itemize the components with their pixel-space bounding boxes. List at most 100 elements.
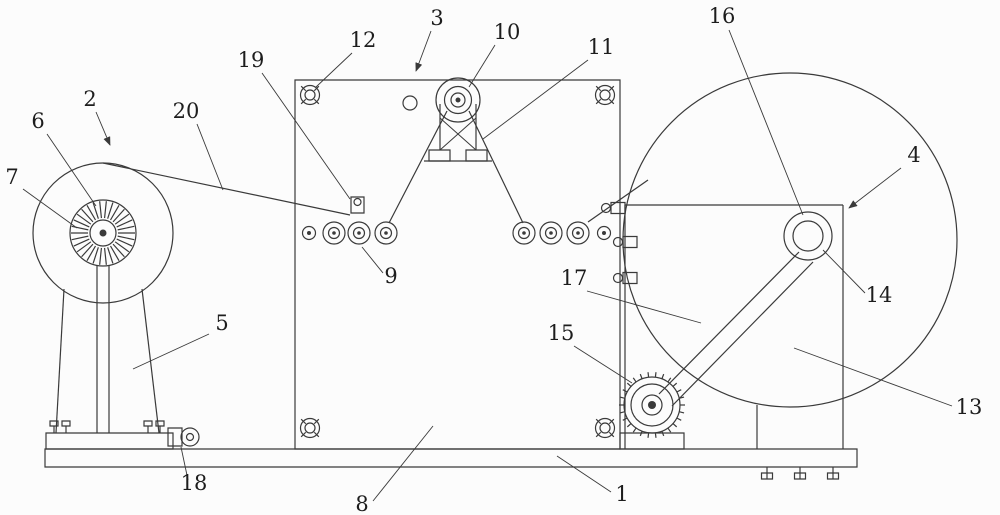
callout-leader-5 <box>132 333 210 370</box>
unwind-hub <box>70 200 136 266</box>
radial-tick <box>93 203 98 219</box>
callout-label-17: 17 <box>561 266 588 290</box>
winder-hub <box>784 212 832 260</box>
callout-label-14: 14 <box>866 283 893 307</box>
radial-tick <box>648 372 649 377</box>
callout-leader-13 <box>793 347 953 407</box>
web-roller <box>513 222 535 244</box>
winder-assembly <box>614 73 958 449</box>
callout-label-5: 5 <box>215 311 228 335</box>
callout-leader-2 <box>95 111 111 146</box>
drive-sprocket <box>619 372 685 438</box>
radial-tick <box>623 418 627 420</box>
callout-label-7: 7 <box>5 165 18 189</box>
radial-tick <box>679 412 684 413</box>
plate-hole <box>403 96 417 110</box>
sprocket-teeth <box>619 372 685 438</box>
radial-tick <box>108 203 113 219</box>
callout-label-9: 9 <box>384 264 397 288</box>
radial-tick <box>77 242 91 252</box>
radial-tick <box>314 432 319 437</box>
anchor-bolt <box>795 467 806 479</box>
callout-leader-19 <box>261 72 351 200</box>
web-span-left <box>103 163 350 215</box>
radial-tick <box>118 226 135 230</box>
radial-tick <box>677 418 681 420</box>
radial-tick <box>72 236 89 240</box>
radial-tick <box>72 226 89 230</box>
sprocket-mount <box>620 433 684 449</box>
callout-label-16: 16 <box>709 4 736 28</box>
sensor-bracket <box>351 197 364 213</box>
callout-leader-16 <box>728 29 804 216</box>
edge-guide-unit <box>168 428 199 446</box>
radial-tick <box>108 247 113 263</box>
air-fitting <box>614 237 638 248</box>
callout-label-20: 20 <box>173 99 200 123</box>
callout-label-8: 8 <box>355 492 368 515</box>
radial-tick <box>117 220 133 227</box>
radial-tick <box>77 214 91 224</box>
radial-tick <box>115 214 129 224</box>
callout-leader-20 <box>196 123 224 191</box>
radial-tick <box>623 390 627 392</box>
winder-roll <box>623 73 957 407</box>
callout-leader-6 <box>46 133 97 207</box>
corner-bolt <box>301 419 320 438</box>
callout-label-10: 10 <box>494 20 521 44</box>
radial-tick <box>648 433 649 438</box>
radial-tick <box>609 86 614 91</box>
web-roller <box>323 222 345 244</box>
callout-label-1: 1 <box>615 482 628 506</box>
unwind-roll-assembly <box>33 163 350 449</box>
web-roller <box>375 222 397 244</box>
radial-tick <box>314 99 319 104</box>
radial-tick <box>679 397 684 398</box>
callout-label-4: 4 <box>907 143 920 167</box>
machine-base <box>45 449 857 479</box>
callout-label-6: 6 <box>31 109 44 133</box>
callout-leader-1 <box>556 455 612 493</box>
radial-tick <box>314 86 319 91</box>
radial-tick <box>620 412 625 413</box>
radial-tick <box>74 239 90 246</box>
radial-tick <box>609 432 614 437</box>
radial-tick <box>301 86 306 91</box>
callout-label-13: 13 <box>956 395 983 419</box>
guide-roller-small-right <box>598 227 611 240</box>
swing-arm <box>659 252 813 406</box>
radial-tick <box>662 374 664 379</box>
radial-tick <box>673 383 677 386</box>
unwind-stand <box>46 266 173 449</box>
radial-tick <box>111 205 120 220</box>
radial-tick <box>668 378 671 382</box>
radial-tick <box>82 209 93 222</box>
radial-tick <box>627 383 631 386</box>
callout-label-11: 11 <box>588 35 615 59</box>
radial-tick <box>668 428 671 432</box>
base-plate <box>45 449 857 467</box>
radial-tick <box>115 242 129 252</box>
callout-label-2: 2 <box>83 87 96 111</box>
radial-tick <box>596 99 601 104</box>
radial-tick <box>82 244 93 257</box>
radial-tick <box>655 433 656 438</box>
top-guide-roller <box>436 78 480 122</box>
air-fitting <box>614 273 638 284</box>
radial-tick <box>105 201 107 218</box>
radial-tick <box>596 86 601 91</box>
callout-leader-7 <box>22 188 78 229</box>
callout-leader-15 <box>573 345 633 384</box>
radial-tick <box>105 248 107 265</box>
radial-tick <box>609 419 614 424</box>
radial-tick <box>673 424 677 427</box>
guide-roller-small-left <box>303 227 316 240</box>
radial-tick <box>100 201 102 218</box>
radial-tick <box>74 220 90 227</box>
anchor-bolt <box>828 467 839 479</box>
radial-tick <box>633 428 636 432</box>
callout-leader-9 <box>361 246 384 274</box>
